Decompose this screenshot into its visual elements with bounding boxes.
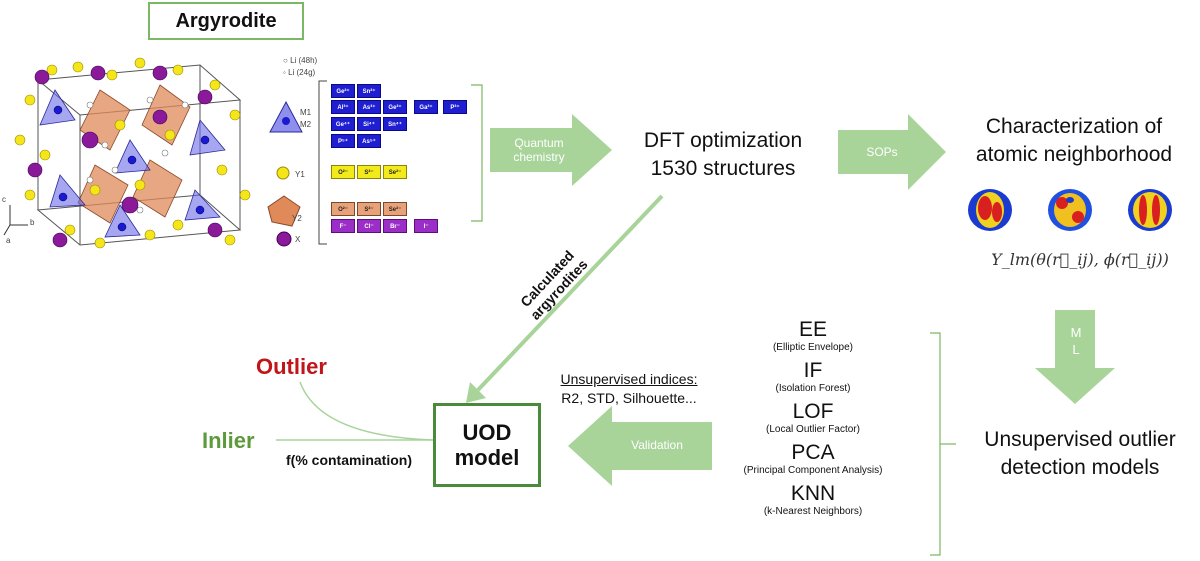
outlier-label: Outlier	[256, 354, 327, 379]
li-48h-legend: ○ Li (48h)	[283, 56, 318, 65]
cell-x-c2: Br⁻	[383, 219, 407, 233]
cell-m-r3-c0: P⁵⁺	[331, 134, 355, 148]
li-24g-label: Li (24g)	[288, 68, 316, 77]
li-48h-label: Li (48h)	[290, 56, 318, 65]
contamination-label: f(% contamination)	[286, 452, 412, 468]
method-ee-full: (Elliptic Envelope)	[772, 342, 854, 353]
cell-m-r2-c1: Si⁴⁺	[357, 117, 381, 131]
site-x-label: X	[295, 235, 301, 244]
table-left-bracket	[318, 80, 327, 245]
cell-y2-c0: O²⁻	[331, 202, 355, 216]
tetrahedron-icon	[269, 100, 303, 133]
method-lof-full: (Local Outlier Factor)	[766, 424, 860, 435]
method-ee-abbr: EE	[798, 318, 827, 341]
cell-y1-c2: Se²⁻	[383, 165, 407, 179]
calculated-arrow-line	[476, 194, 664, 392]
axis-c-label: c	[2, 195, 6, 204]
unsupervised-line1: Unsupervised outlier	[984, 428, 1176, 451]
method-knn-full: (k-Nearest Neighbors)	[763, 506, 863, 517]
dft-line1: DFT optimization	[643, 129, 803, 152]
sops-arrow-label: SOPs	[866, 145, 898, 159]
method-pca-abbr: PCA	[791, 441, 835, 464]
octahedron-icon	[267, 195, 301, 227]
method-knn-abbr: KNN	[790, 482, 836, 505]
method-lof-abbr: LOF	[792, 400, 834, 423]
cell-x-c1: Cl⁻	[357, 219, 381, 233]
indices-block: Unsupervised indices: R2, STD, Silhouett…	[540, 370, 718, 408]
outlier-curve	[299, 381, 434, 441]
cell-y2-c2: Se²⁻	[383, 202, 407, 216]
cell-y1-c1: S²⁻	[357, 165, 381, 179]
table-right-bracket	[471, 84, 483, 222]
cell-m-r2-c2: Sn⁴⁺	[383, 117, 407, 131]
crystal-structure-image	[3, 57, 251, 249]
axis-b-label: b	[30, 218, 35, 227]
cell-m-r3-c1: As⁵⁺	[357, 134, 381, 148]
cell-x-c0: F⁻	[331, 219, 355, 233]
cell-m-r0-c0: Ge²⁺	[331, 84, 355, 98]
indices-list: R2, STD, Silhouette...	[561, 389, 697, 406]
characterization-line2: atomic neighborhood	[975, 143, 1173, 167]
site-y1-label: Y1	[295, 170, 305, 179]
harmonic-blobs	[968, 189, 1172, 231]
method-if-full: (Isolation Forest)	[775, 383, 851, 394]
sops-arrow	[838, 114, 946, 190]
cell-x-c3: I⁻	[414, 219, 438, 233]
dft-text: DFT optimization 1530 structures	[612, 127, 834, 184]
y1-atom-icon	[276, 166, 290, 180]
characterization-text: Characterization of atomic neighborhood	[952, 113, 1196, 170]
calculated-arrow-head	[466, 382, 486, 403]
method-pca-full: (Principal Component Analysis)	[743, 465, 883, 476]
unsupervised-models-text: Unsupervised outlier detection models	[960, 426, 1200, 483]
validation-arrow-label: Validation	[631, 438, 683, 452]
uod-model-box: UOD model	[433, 403, 541, 487]
ml-arrow	[1035, 310, 1115, 404]
site-y2-label: Y2	[292, 214, 302, 223]
quantum-arrow	[490, 114, 612, 186]
site-m1-label: M1	[300, 108, 312, 117]
unsupervised-line2: detection models	[1000, 456, 1160, 480]
cell-m-r1-c3: Ga³⁺	[414, 100, 438, 114]
methods-bracket	[930, 332, 941, 556]
quantum-arrow-label: Quantum chemistry	[513, 136, 565, 165]
cell-y2-c1: S²⁻	[357, 202, 381, 216]
uod-line2: model	[454, 445, 520, 470]
cell-m-r2-c0: Ge⁴⁺	[331, 117, 355, 131]
harmonic-formula: Y_lm(θ(r⃗_ij), ϕ(r⃗_ij))	[991, 250, 1169, 269]
cell-m-r1-c0: Al³⁺	[331, 100, 355, 114]
inlier-label: Inlier	[202, 428, 255, 453]
characterization-line1: Characterization of	[985, 115, 1163, 138]
li-24g-legend: ◦ Li (24g)	[283, 68, 316, 77]
dft-line2: 1530 structures	[650, 157, 796, 181]
methods-list: EE (Elliptic Envelope) IF (Isolation For…	[710, 318, 916, 517]
cell-m-r1-c1: As³⁺	[357, 100, 381, 114]
method-if-abbr: IF	[803, 359, 823, 382]
site-m2-label: M2	[300, 120, 312, 129]
uod-line1: UOD	[462, 419, 512, 445]
cell-m-r1-c2: Ge³⁺	[383, 100, 407, 114]
ml-arrow-label: M L	[1070, 325, 1082, 357]
argyrodite-title: Argyrodite	[148, 2, 304, 40]
cell-m-r1-c4: P³⁺	[443, 100, 467, 114]
validation-arrow	[568, 406, 712, 486]
axis-a-label: a	[6, 236, 11, 245]
cell-y1-c0: O²⁻	[331, 165, 355, 179]
cell-m-r0-c1: Sn²⁺	[357, 84, 381, 98]
indices-heading: Unsupervised indices:	[560, 371, 698, 387]
x-atom-icon	[276, 231, 292, 247]
